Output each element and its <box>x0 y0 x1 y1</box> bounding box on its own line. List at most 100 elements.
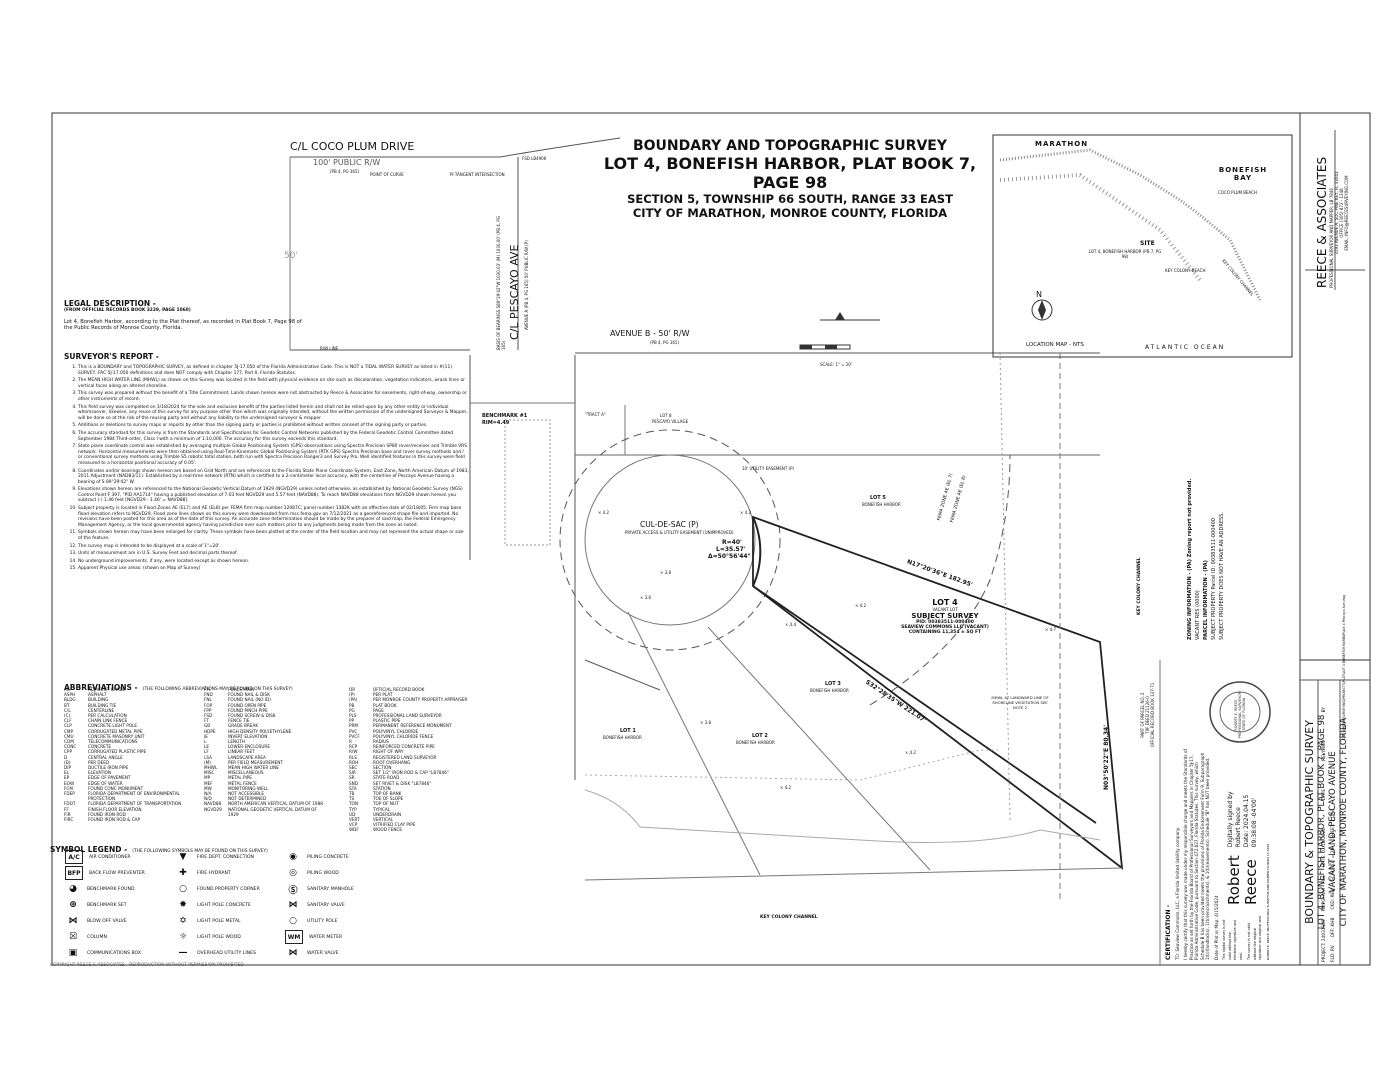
water-meter-icon: WM <box>285 930 303 944</box>
footer-note: COPYRIGHT REECE & ASSOCIATES - REPRODUCT… <box>50 963 244 968</box>
symbol-label: SANITARY VALVE <box>307 902 345 908</box>
abbr-code: DIP <box>64 765 71 771</box>
symbol-legend-item: ⊕BENCHMARK SET <box>65 897 126 913</box>
abbr-code: TON <box>349 801 358 807</box>
digital-signature: Digitally signed by Robert Reece Date: 2… <box>1227 792 1259 848</box>
piling-concrete-icon: ◉ <box>289 852 297 862</box>
abbr-code: MHWL <box>204 765 218 771</box>
abbr-meaning: FOUND CONC MONUMENT <box>88 785 144 791</box>
abbr-meaning: GRADE BREAK <box>228 723 259 729</box>
signer-line: ROBERT E. REECE, PROFESSIONAL SURVEYOR A… <box>1265 843 1270 960</box>
abbr-meaning: TOP OF NUT <box>373 801 399 807</box>
lot-5-sub: BONEFISH HARBOR <box>862 502 901 507</box>
parcel-reference: PART OF PARCEL NO. 2 TIIF DEED 21126-0 O… <box>1140 665 1155 765</box>
abbr-meaning: TOP OF BANK <box>373 791 402 797</box>
symbol-label: BACK FLOW PREVENTER <box>89 870 145 876</box>
abbr-code: FOP <box>204 702 213 708</box>
survey-title: BOUNDARY AND TOPOGRAPHIC SURVEY LOT 4, B… <box>590 138 990 220</box>
spot-elevation: × 3.8 <box>660 570 671 575</box>
symbol-legend-item: ✸LIGHT POLE CONCRETE <box>175 897 251 913</box>
abbr-code: LSA <box>204 754 212 760</box>
abbr-code: CLP <box>64 723 72 729</box>
abbr-meaning: OFFICIAL RECORD BOOK <box>373 687 425 692</box>
spot-elevation: × 4.2 <box>905 750 916 755</box>
title-line-4: CITY OF MARATHON, MONROE COUNTY, FLORIDA <box>632 206 948 220</box>
back-flow-preventer-icon: BFP <box>65 866 83 880</box>
spot-elevation: × 4.2 <box>740 510 751 515</box>
area-label: CONTAINING 11,354 ± SQ FT <box>908 630 982 635</box>
abbr-code: FPP <box>204 707 212 713</box>
dig-line-2: Robert Reece <box>1234 807 1242 848</box>
light-pole-metal-icon: ✡ <box>179 916 187 926</box>
tb-cad-path: CAD: \\REECESURVEYING\PROJECTS\PLAT\LOT … <box>1342 594 1346 740</box>
tb-date-header: DATE <box>1322 788 1327 801</box>
report-list: This is a BOUNDARY and TOPOGRAPHIC SURVE… <box>64 365 469 572</box>
benchmark-set-icon: ⊕ <box>69 900 77 910</box>
dig-line-3: Date: 2024.04.15 <box>1242 794 1250 848</box>
abbr-meaning: FENCE TIE <box>228 718 250 724</box>
abbr-code: FIR <box>64 811 71 817</box>
symbol-legend-item: ◕BENCHMARK FOUND <box>65 881 134 897</box>
map-ocean: ATLANTIC OCEAN <box>1145 344 1226 351</box>
title-line-1: BOUNDARY AND TOPOGRAPHIC SURVEY <box>632 138 947 154</box>
abbr-meaning: SET RIVET & DISK "LB7846" <box>373 780 432 786</box>
abbr-meaning: NORTH AMERICAN VERTICAL DATUM OF 1988 <box>228 801 323 807</box>
abbr-meaning: NATIONAL GEODETIC VERTICAL DATUM OF 1929 <box>228 806 317 817</box>
report-item: Coordinates and/or bearings shown hereon… <box>78 469 469 486</box>
abbr-code: D <box>64 754 68 760</box>
symbol-label: AIR CONDITIONER <box>89 854 131 860</box>
abbr-code: STA <box>349 785 357 791</box>
report-item: Units of measurement are in U.S. Survey … <box>78 551 469 557</box>
abbr-code: LE <box>204 744 209 750</box>
abbr-meaning: PER PLAT <box>373 692 393 698</box>
abbr-meaning: PER CALCULATION <box>88 713 127 719</box>
symbol-label: FIRE DEPT. CONNECTION <box>197 854 254 860</box>
parcel-ref-3: OFFICIAL RECORD BOOK 137-71 <box>1150 682 1155 748</box>
lot-4-vacant: VACANT LOT <box>932 607 958 612</box>
spot-elevation: × 4.7 <box>1045 627 1056 632</box>
owner-label: SEAVIEW COMMONS LLC (VACANT) <box>901 625 989 630</box>
light-pole-wood-icon: ☼ <box>178 932 188 942</box>
tb-scale: SCALE: 1" = 20' <box>1331 846 1336 881</box>
signature-name: Robert Reece <box>1225 855 1260 905</box>
abbr-code: BLDG <box>64 697 76 703</box>
symbol-heading: SYMBOL LEGEND - <box>50 845 128 854</box>
abbr-code: BT <box>64 702 70 708</box>
tb-ckd: CKD: RER <box>1331 888 1336 910</box>
abbr-code: COM <box>64 739 74 745</box>
column-icon: ☒ <box>68 932 78 942</box>
spot-elevation: × 4.2 <box>598 510 609 515</box>
abbr-meaning: SECTION <box>373 765 392 771</box>
sanitary-manhole-icon: Ⓢ <box>288 885 298 896</box>
abbr-code: C/L <box>64 707 71 713</box>
fire-dept-connection-icon: ▼ <box>179 852 187 862</box>
symbol-label: FIRE HYDRANT <box>197 870 231 876</box>
abbr-meaning: ASPHALT <box>88 692 107 698</box>
tb-off: OFF: KHB <box>1331 917 1336 938</box>
abbr-code: NAVD88 <box>204 801 222 807</box>
found-property-corner-icon: ○ <box>179 884 187 894</box>
lot-8-label: LOT 8 <box>660 413 672 418</box>
tb-by-header: BY <box>1322 707 1327 713</box>
utility-pole-icon: ○ <box>289 916 297 926</box>
abbr-meaning: FOUND OPEN PIPE <box>228 702 267 708</box>
